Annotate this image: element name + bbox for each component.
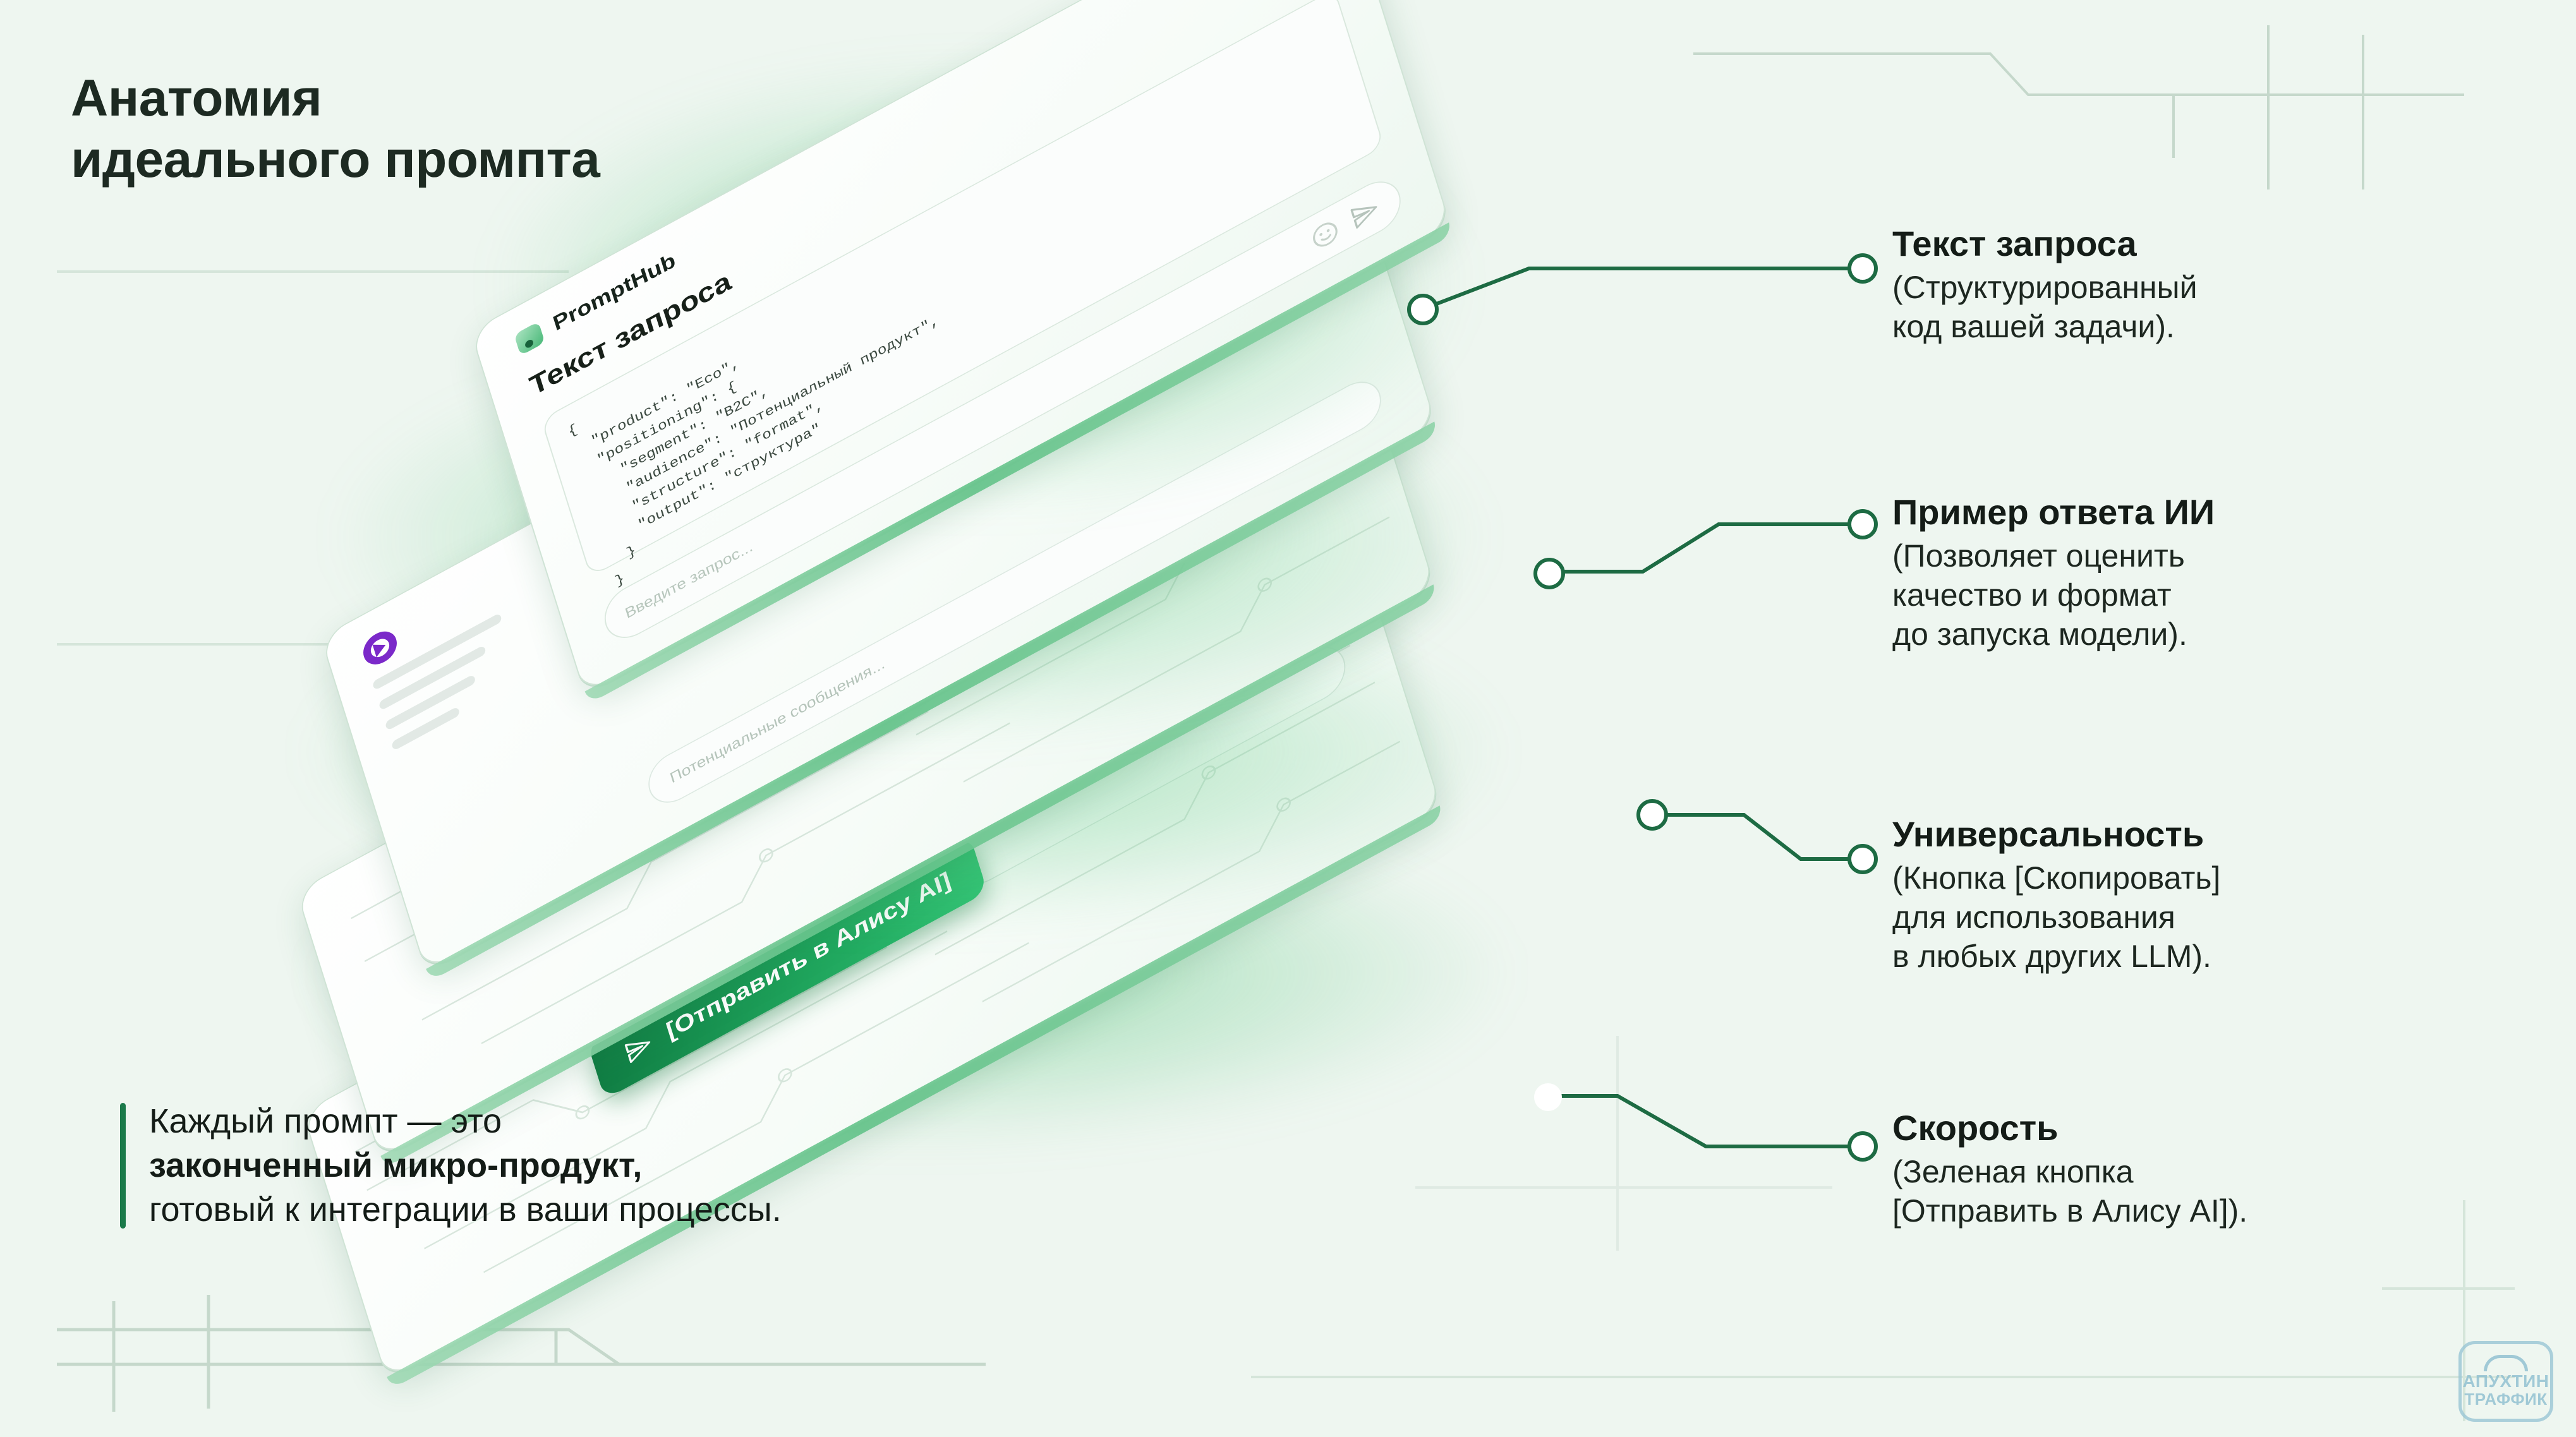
smiley-icon[interactable] [1307, 214, 1343, 255]
quote-block: Каждый промпт — это законченный микро-пр… [120, 1099, 1232, 1232]
wifi-arc-icon [2484, 1354, 2528, 1371]
annotation-ai-example: Пример ответа ИИ (Позволяет оценить каче… [1892, 492, 2461, 654]
page-title: Анатомия идеального промпта [71, 68, 600, 191]
quote-line-1: Каждый промпт — это [149, 1102, 502, 1140]
watermark-logo: АПУХТИН ТРАФФИК [2458, 1341, 2553, 1422]
watermark-line-2: ТРАФФИК [2464, 1389, 2548, 1409]
annotation-speed: Скорость (Зеленая кнопка [Отправить в Ал… [1892, 1108, 2461, 1230]
annotation-title: Универсальность [1892, 814, 2204, 854]
annotation-title: Скорость [1892, 1108, 2059, 1148]
watermark-line-1: АПУХТИН [2462, 1371, 2549, 1391]
quote-line-3: готовый к интеграции в ваши процессы. [149, 1191, 782, 1229]
annotation-title: Пример ответа ИИ [1892, 492, 2215, 532]
layer-prompt-card: PromptHub Текст запроса { "product": "Ec… [469, 0, 1453, 704]
alisa-logo-icon [360, 625, 401, 671]
alisa-sidebar [360, 553, 560, 751]
page-title-line-1: Анатомия [71, 69, 322, 127]
send-icon[interactable] [1347, 193, 1384, 233]
send-icon [624, 1041, 651, 1064]
quote-line-2: законченный микро-продукт, [149, 1146, 643, 1185]
prompt-input-row[interactable]: Введите запрос... [598, 171, 1407, 649]
annotation-body: (Зеленая кнопка [Отправить в Алису AI]). [1892, 1153, 2248, 1229]
annotation-body: (Кнопка [Скопировать] для использования … [1892, 860, 2221, 974]
annotation-universality: Универсальность (Кнопка [Скопировать] дл… [1892, 814, 2461, 976]
page-title-line-2: идеального промпта [71, 130, 600, 188]
send-to-alisa-button[interactable]: [Отправить в Алису AI] [587, 835, 988, 1100]
annotation-title: Текст запроса [1892, 224, 2137, 263]
annotation-prompt-text: Текст запроса (Структурированный код ваш… [1892, 224, 2461, 346]
prompthub-logo-icon [514, 321, 545, 356]
annotation-body: (Структурированный код вашей задачи). [1892, 269, 2198, 344]
annotation-body: (Позволяет оценить качество и формат до … [1892, 538, 2187, 652]
